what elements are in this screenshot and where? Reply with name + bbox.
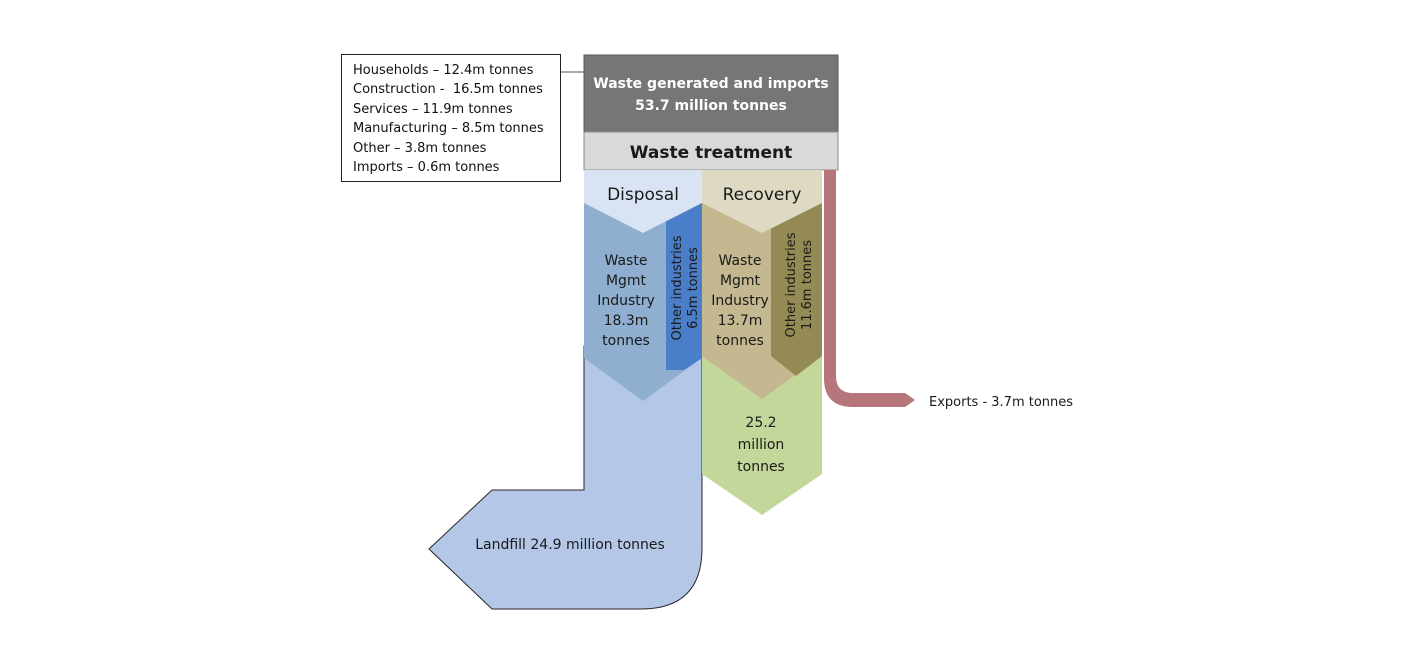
- disposal-wmi-line1: Waste: [605, 253, 648, 269]
- disposal-label: Disposal: [607, 185, 679, 205]
- source-imports: Imports – 0.6m tonnes: [353, 160, 500, 176]
- recovery-other-flow: [771, 198, 822, 376]
- recovery-wmi-line5: tonnes: [716, 333, 764, 349]
- recovery-other-line2: 11.6m tonnes: [800, 240, 815, 330]
- recovery-total-line3: tonnes: [737, 459, 785, 475]
- exports-flow: [824, 170, 915, 407]
- treatment-label: Waste treatment: [630, 143, 792, 163]
- header-title: Waste generated and imports: [593, 76, 828, 92]
- recovery-label: Recovery: [723, 185, 802, 205]
- disposal-other-line1: Other industries: [670, 235, 685, 340]
- recovery-wmi-line1: Waste: [719, 253, 762, 269]
- landfill-flow: [428, 345, 703, 610]
- disposal-other-flow: [666, 198, 702, 370]
- recovery-total-flow: [702, 350, 822, 515]
- disposal-label-box: [584, 170, 702, 233]
- disposal-other-line2: 6.5m tonnes: [686, 247, 701, 329]
- recovery-other-line1: Other industries: [784, 232, 799, 337]
- source-other: Other – 3.8m tonnes: [353, 140, 487, 156]
- recovery-total-line2: million: [738, 437, 785, 453]
- recovery-wmi-line2: Mgmt: [720, 273, 761, 289]
- landfill-label: Landfill 24.9 million tonnes: [475, 537, 665, 553]
- header-box: [583, 54, 839, 133]
- source-construction: Construction - 16.5m tonnes: [353, 82, 543, 98]
- recovery-total-line1: 25.2: [745, 415, 776, 431]
- disposal-wmi-line3: Industry: [597, 293, 655, 309]
- recovery-label-box: [702, 170, 822, 233]
- recovery-wmi-line3: Industry: [711, 293, 769, 309]
- disposal-wmi-line2: Mgmt: [606, 273, 647, 289]
- source-manufacturing: Manufacturing – 8.5m tonnes: [353, 121, 544, 137]
- source-services: Services – 11.9m tonnes: [353, 101, 513, 117]
- exports-label: Exports - 3.7m tonnes: [929, 395, 1073, 410]
- sources-legend: Households – 12.4m tonnes Construction -…: [341, 54, 561, 182]
- recovery-wmi-line4: 13.7m: [718, 313, 763, 329]
- disposal-wmi-line4: 18.3m: [604, 313, 649, 329]
- disposal-wmi-line5: tonnes: [602, 333, 650, 349]
- header-total: 53.7 million tonnes: [635, 98, 787, 114]
- source-households: Households – 12.4m tonnes: [353, 63, 534, 78]
